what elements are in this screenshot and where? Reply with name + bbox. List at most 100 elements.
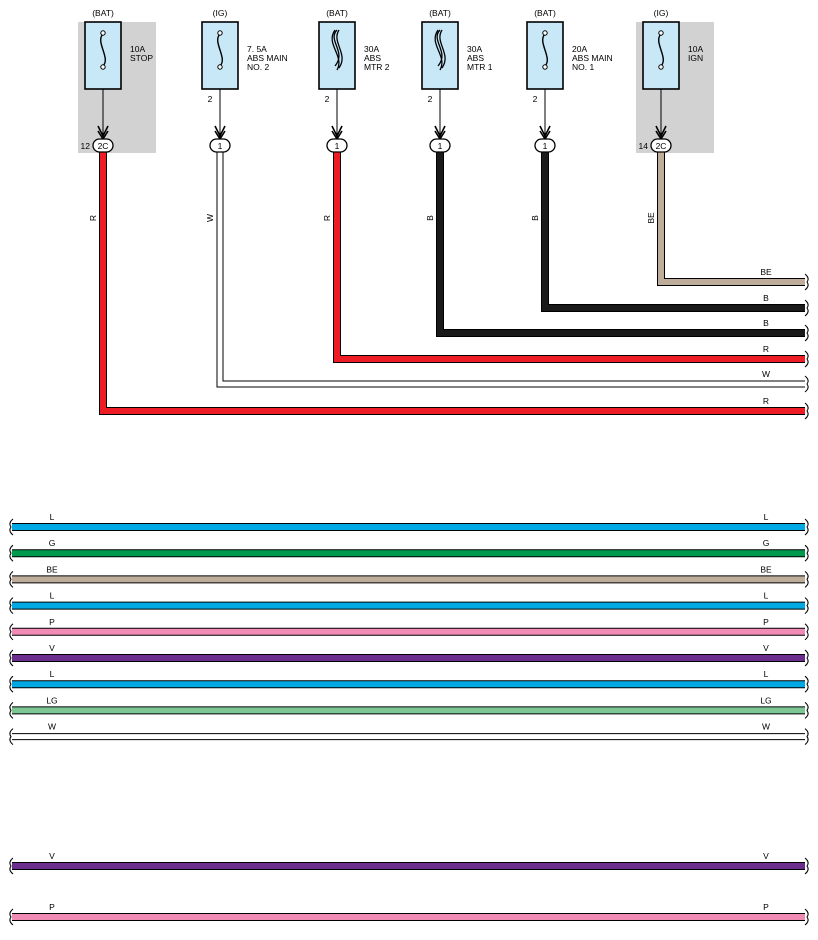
shaded-areas [78, 22, 714, 153]
wire-break-icon [9, 544, 14, 562]
wire-break-icon [804, 675, 809, 693]
fuse-supply-label: (BAT) [534, 8, 556, 18]
branch-wire-label: B [763, 318, 769, 328]
connector-label: 1 [218, 141, 223, 151]
wire-color-label: R [322, 215, 332, 221]
connector-oval [326, 138, 348, 153]
wire-break-icon [804, 702, 809, 719]
lower-wire-label-right: V [763, 851, 769, 861]
branch-wire-label: R [763, 396, 769, 406]
fuse-pin-number: 2 [208, 94, 213, 104]
fuse-terminal-icon [542, 30, 548, 36]
connector-oval [534, 138, 556, 153]
wire-break-icon [804, 518, 809, 536]
fusible-link-icon [331, 29, 343, 71]
fuse-terminal-icon [100, 30, 106, 36]
wire-abs-mtr-2 [333, 152, 805, 363]
wire-break-icon [804, 857, 809, 875]
wire-abs-main-2 [216, 152, 805, 388]
wire-color-label: W [205, 214, 215, 222]
wire-break-icon [9, 518, 14, 536]
fuse-terminal-icon [100, 64, 106, 70]
wire-break-icon [9, 649, 14, 667]
wire-color-label: R [88, 215, 98, 221]
bus-wire-label-left: W [48, 722, 56, 732]
connector-oval [92, 138, 114, 153]
connector-label: 2C [98, 141, 109, 151]
bus-wire-label-left: P [49, 617, 55, 627]
fuse-supply-label: (BAT) [92, 8, 114, 18]
bus-wire-label-left: BE [46, 564, 58, 574]
fuse-name: ABS [364, 53, 381, 63]
fuse-name: ABS MAIN [247, 53, 288, 63]
fuse-terminal-icon [658, 64, 664, 70]
wire-break-icon [9, 623, 14, 641]
branch-wire-label: BE [760, 267, 772, 277]
fuse-rating: 30A [467, 44, 482, 54]
bus-wire-label-left: LG [46, 695, 57, 705]
fuse-supply-label: (BAT) [326, 8, 348, 18]
wire-break-icon [804, 908, 809, 926]
wire-color-label: BE [646, 212, 656, 224]
bus-wire-label-left: L [50, 512, 55, 522]
fuse-name: ABS [467, 53, 484, 63]
fuse-name: STOP [130, 53, 153, 63]
fuse-terminal-icon [217, 64, 223, 70]
bus-wire-label-right: L [764, 669, 769, 679]
fuse-supply-label: (IG) [213, 8, 228, 18]
fuse-name: NO. 2 [247, 62, 269, 72]
bus-wire-label-right: BE [760, 564, 772, 574]
fuse-name: MTR 1 [467, 62, 493, 72]
fuse-terminal-icon [658, 30, 664, 36]
wire-break-icon [9, 597, 14, 614]
fuse-rating: 20A [572, 44, 587, 54]
fuse-pin-number: 2 [428, 94, 433, 104]
wire-break-icon [804, 544, 809, 562]
wire-stop [99, 152, 805, 415]
lower-wire-label-left: V [49, 851, 55, 861]
fuse-pin-number: 2 [533, 94, 538, 104]
bus-wire-label-right: P [763, 617, 769, 627]
fuse-rating: 10A [130, 44, 145, 54]
fuse-rating: 10A [688, 44, 703, 54]
fuse-pin-number: 2 [325, 94, 330, 104]
wire-break-icon [804, 597, 809, 614]
branch-wire-label: B [763, 293, 769, 303]
wire-color-label: B [530, 215, 540, 221]
lower-wire-label-left: P [49, 902, 55, 912]
lower-wire-label-right: P [763, 902, 769, 912]
branch-wire-label: W [762, 369, 770, 379]
wire-break-icon [804, 402, 809, 420]
fuse-rating: 30A [364, 44, 379, 54]
fuse-terminal-icon [217, 30, 223, 36]
bus-wire-label-right: G [763, 538, 770, 548]
wire-break-icon [804, 299, 809, 317]
bus-wire-label-left: V [49, 643, 55, 653]
fuse-supply-label: (BAT) [429, 8, 451, 18]
fuse-name: ABS MAIN [572, 53, 613, 63]
wire-break-icon [9, 675, 14, 693]
connector-number: 14 [639, 141, 649, 151]
connector-oval [650, 138, 672, 153]
wire-break-icon [9, 908, 14, 926]
fuse-name: IGN [688, 53, 703, 63]
fuse-name: MTR 2 [364, 62, 390, 72]
branch-wire-label: R [763, 344, 769, 354]
fuse-element-icon [217, 33, 223, 67]
fusible-link-icon [434, 29, 446, 71]
bus-wire-label-right: V [763, 643, 769, 653]
bus-wire-label-left: L [50, 591, 55, 601]
bus-wire-label-right: L [764, 512, 769, 522]
bus-wire-label-right: L [764, 591, 769, 601]
connector-label: 1 [543, 141, 548, 151]
wire-break-icon [804, 273, 809, 291]
connector-oval [209, 138, 231, 153]
bus-wire-label-left: G [49, 538, 56, 548]
